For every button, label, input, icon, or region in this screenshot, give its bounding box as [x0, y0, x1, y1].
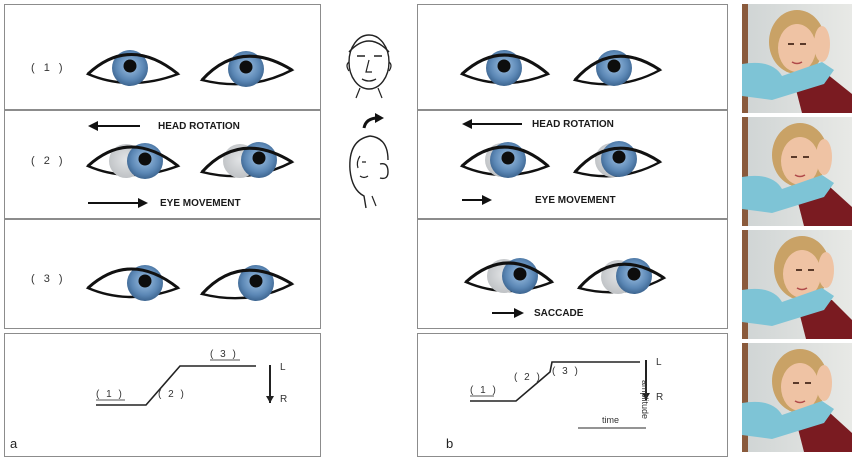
panel-a-row-1	[4, 4, 321, 110]
row-label-2: ( 2 )	[31, 155, 66, 167]
row-label-3: ( 3 )	[31, 273, 66, 285]
woman-head-photo-icon	[742, 117, 852, 226]
saccade-label: SACCADE	[534, 308, 584, 319]
right-eye-icon	[199, 265, 295, 301]
right-eye-icon	[199, 142, 295, 178]
trace-plot-b	[470, 360, 650, 429]
left-eye-icon	[463, 258, 555, 294]
panel-a-trace-box	[4, 333, 321, 457]
trace-a-label-1: ( 1 )	[96, 389, 124, 400]
woman-head-photo-icon	[742, 230, 852, 339]
photo-1	[742, 4, 852, 113]
woman-head-photo-icon	[742, 4, 852, 113]
eye-pair-a1	[85, 50, 295, 87]
arrows-b2	[462, 119, 522, 205]
trace-plot-a	[96, 359, 274, 406]
left-eye-icon	[85, 50, 181, 86]
trace-a-label-3: ( 3 )	[210, 349, 238, 360]
trace-b-label-2: ( 2 )	[514, 372, 542, 383]
head-front-icon	[346, 34, 392, 99]
trace-a-L: L	[280, 362, 286, 373]
panel-b-row-3	[417, 219, 728, 329]
right-eye-icon	[572, 50, 663, 86]
eye-pair-b1	[459, 50, 663, 86]
eye-pair-b3	[463, 258, 667, 318]
trace-a-R: R	[280, 394, 288, 405]
eye-pair-b2	[459, 141, 663, 178]
amplitude-label: amplitude	[640, 380, 650, 420]
trace-b-label-3: ( 3 )	[552, 366, 580, 377]
left-eye-icon	[85, 143, 181, 179]
head-rotation-arrow-a	[88, 121, 148, 208]
rotation-arrow-icon	[362, 113, 384, 129]
trace-b-label-1: ( 1 )	[470, 385, 498, 396]
woman-head-photo-icon	[742, 343, 852, 452]
photo-2	[742, 117, 852, 226]
panel-b-label: b	[446, 436, 454, 451]
head-rotation-label-b: HEAD ROTATION	[532, 119, 614, 130]
row-label-1: ( 1 )	[31, 62, 66, 74]
panel-a-label: a	[10, 436, 18, 451]
head-rotation-label-a: HEAD ROTATION	[158, 121, 240, 132]
panel-b-trace-box	[417, 333, 728, 457]
left-eye-icon	[459, 50, 551, 86]
head-rotated-icon	[349, 135, 389, 209]
photo-3	[742, 230, 852, 339]
trace-b-R: R	[656, 392, 664, 403]
left-eye-icon	[459, 142, 551, 178]
trace-b-L: L	[656, 357, 662, 368]
time-label: time	[602, 415, 620, 425]
right-eye-icon	[576, 258, 667, 294]
right-eye-icon	[199, 51, 295, 87]
eye-movement-label-a: EYE MOVEMENT	[160, 198, 241, 209]
right-eye-icon	[572, 141, 663, 178]
left-eye-icon	[85, 265, 181, 301]
photo-4	[742, 343, 852, 452]
eye-pair-a2	[85, 142, 295, 179]
eye-movement-label-b: EYE MOVEMENT	[535, 195, 616, 206]
trace-a-label-2: ( 2 )	[158, 389, 186, 400]
eye-pair-a3	[85, 265, 295, 301]
panel-b-row-1	[417, 4, 728, 110]
